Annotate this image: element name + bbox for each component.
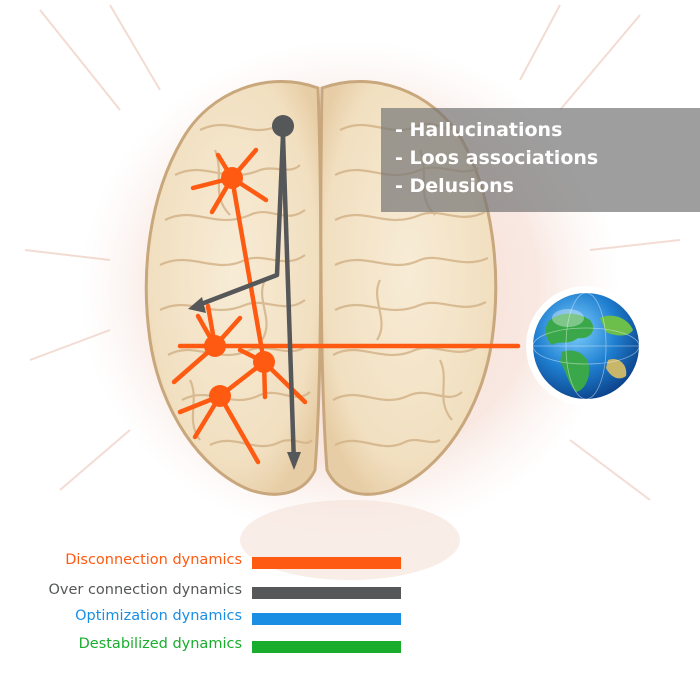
legend-swatch bbox=[252, 587, 401, 599]
neuron-node bbox=[272, 115, 294, 137]
arrowhead-icon bbox=[188, 297, 206, 313]
legend-label: Over connection dynamics bbox=[48, 582, 242, 598]
legend-label: Optimization dynamics bbox=[75, 608, 242, 624]
legend-swatch bbox=[252, 641, 401, 653]
legend-swatch bbox=[252, 613, 401, 625]
legend-label: Disconnection dynamics bbox=[65, 552, 242, 568]
legend-item: Over connection dynamics bbox=[0, 578, 700, 604]
neuron-node bbox=[209, 385, 231, 407]
neuron-node bbox=[253, 351, 275, 373]
disconnection-nodes bbox=[204, 167, 275, 407]
neuron-node bbox=[221, 167, 243, 189]
symptom-item: - Hallucinations bbox=[395, 119, 563, 141]
symptom-item: - Loos associations bbox=[395, 147, 599, 169]
legend-label: Destabilized dynamics bbox=[78, 636, 242, 652]
legend-item: Disconnection dynamics bbox=[0, 548, 700, 574]
brain-left-hemisphere bbox=[144, 80, 323, 496]
brain-illustration bbox=[144, 80, 498, 496]
symptom-item: - Delusions bbox=[395, 175, 514, 197]
symptom-callout: - Hallucinations - Loos associations - D… bbox=[381, 108, 700, 212]
over-connection-arrowheads bbox=[188, 115, 301, 470]
globe-icon bbox=[526, 286, 646, 406]
neuron-node bbox=[204, 335, 226, 357]
legend-item: Optimization dynamics bbox=[0, 604, 700, 630]
legend: Disconnection dynamics Over connection d… bbox=[0, 548, 700, 668]
legend-swatch bbox=[252, 557, 401, 569]
legend-item: Destabilized dynamics bbox=[0, 632, 700, 658]
arrowhead-icon bbox=[287, 452, 301, 470]
